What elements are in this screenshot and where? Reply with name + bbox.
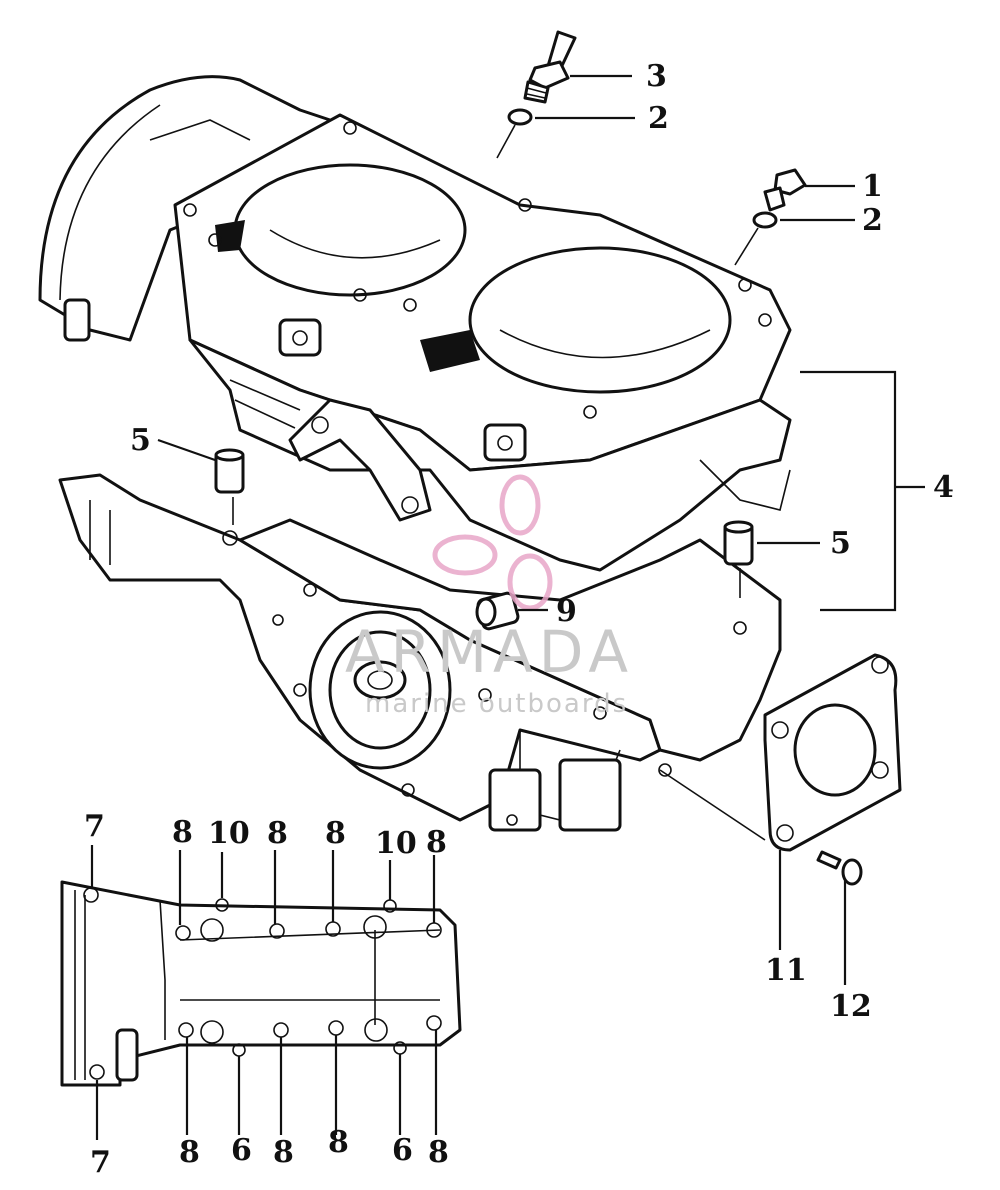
callout-5-left: 5 <box>130 423 151 458</box>
callout-3: 3 <box>646 59 667 94</box>
callout-1: 1 <box>862 169 883 204</box>
gasket-callout-7-top: 7 <box>84 809 105 844</box>
armada-watermark: ARMADA marine outboards <box>345 474 634 719</box>
gasket-callout-8-top-3: 8 <box>325 816 346 851</box>
callout-5-right: 5 <box>830 526 851 561</box>
washer-part-2-right <box>752 211 778 229</box>
gasket-callout-8-bottom-3: 8 <box>328 1125 349 1160</box>
callout-4: 4 <box>933 470 954 505</box>
callout-11: 11 <box>765 953 807 988</box>
dowel-pin-part-5-left <box>214 448 245 494</box>
callout-labels: 3 2 1 2 4 5 5 9 11 12 7 8 10 8 8 10 8 7 … <box>84 59 954 1180</box>
water-fitting-part-3 <box>523 30 577 104</box>
gasket-callout-10-top-2: 10 <box>375 826 417 861</box>
gasket-callout-7-bottom: 7 <box>90 1145 111 1180</box>
gasket-callout-8-top-1: 8 <box>172 815 193 850</box>
gasket-callout-8-top-2: 8 <box>267 816 288 851</box>
gasket-callout-8-top-4: 8 <box>426 825 447 860</box>
leader-lines <box>90 74 925 1140</box>
gasket-callout-8-bottom-4: 8 <box>428 1135 449 1170</box>
gasket-callout-8-bottom-2: 8 <box>273 1135 294 1170</box>
gasket-callout-6-bottom-2: 6 <box>392 1133 413 1168</box>
gasket-callout-6-bottom-1: 6 <box>231 1133 252 1168</box>
watermark-tagline: marine outboards <box>365 689 628 719</box>
watermark-brand: ARMADA <box>345 618 634 686</box>
gasket-inset <box>60 880 462 1087</box>
bushing-part-9 <box>475 591 520 631</box>
gasket-callout-8-bottom-1: 8 <box>179 1135 200 1170</box>
propeller-logo-icon <box>432 474 553 611</box>
washer-part-2-upper <box>507 108 533 126</box>
crankcase-upper-half <box>38 75 792 572</box>
gasket-callout-10-top-1: 10 <box>208 816 250 851</box>
plug-screw-part-1 <box>763 168 807 212</box>
callout-12: 12 <box>830 989 872 1024</box>
dowel-pin-part-5-right <box>723 520 754 566</box>
callout-9: 9 <box>556 594 577 629</box>
screw-part-12 <box>816 850 863 886</box>
cover-plate-part-11 <box>763 653 902 852</box>
callout-2-upper: 2 <box>648 101 669 136</box>
callout-2-right: 2 <box>862 203 883 238</box>
crankcase-lower-half <box>58 473 782 832</box>
